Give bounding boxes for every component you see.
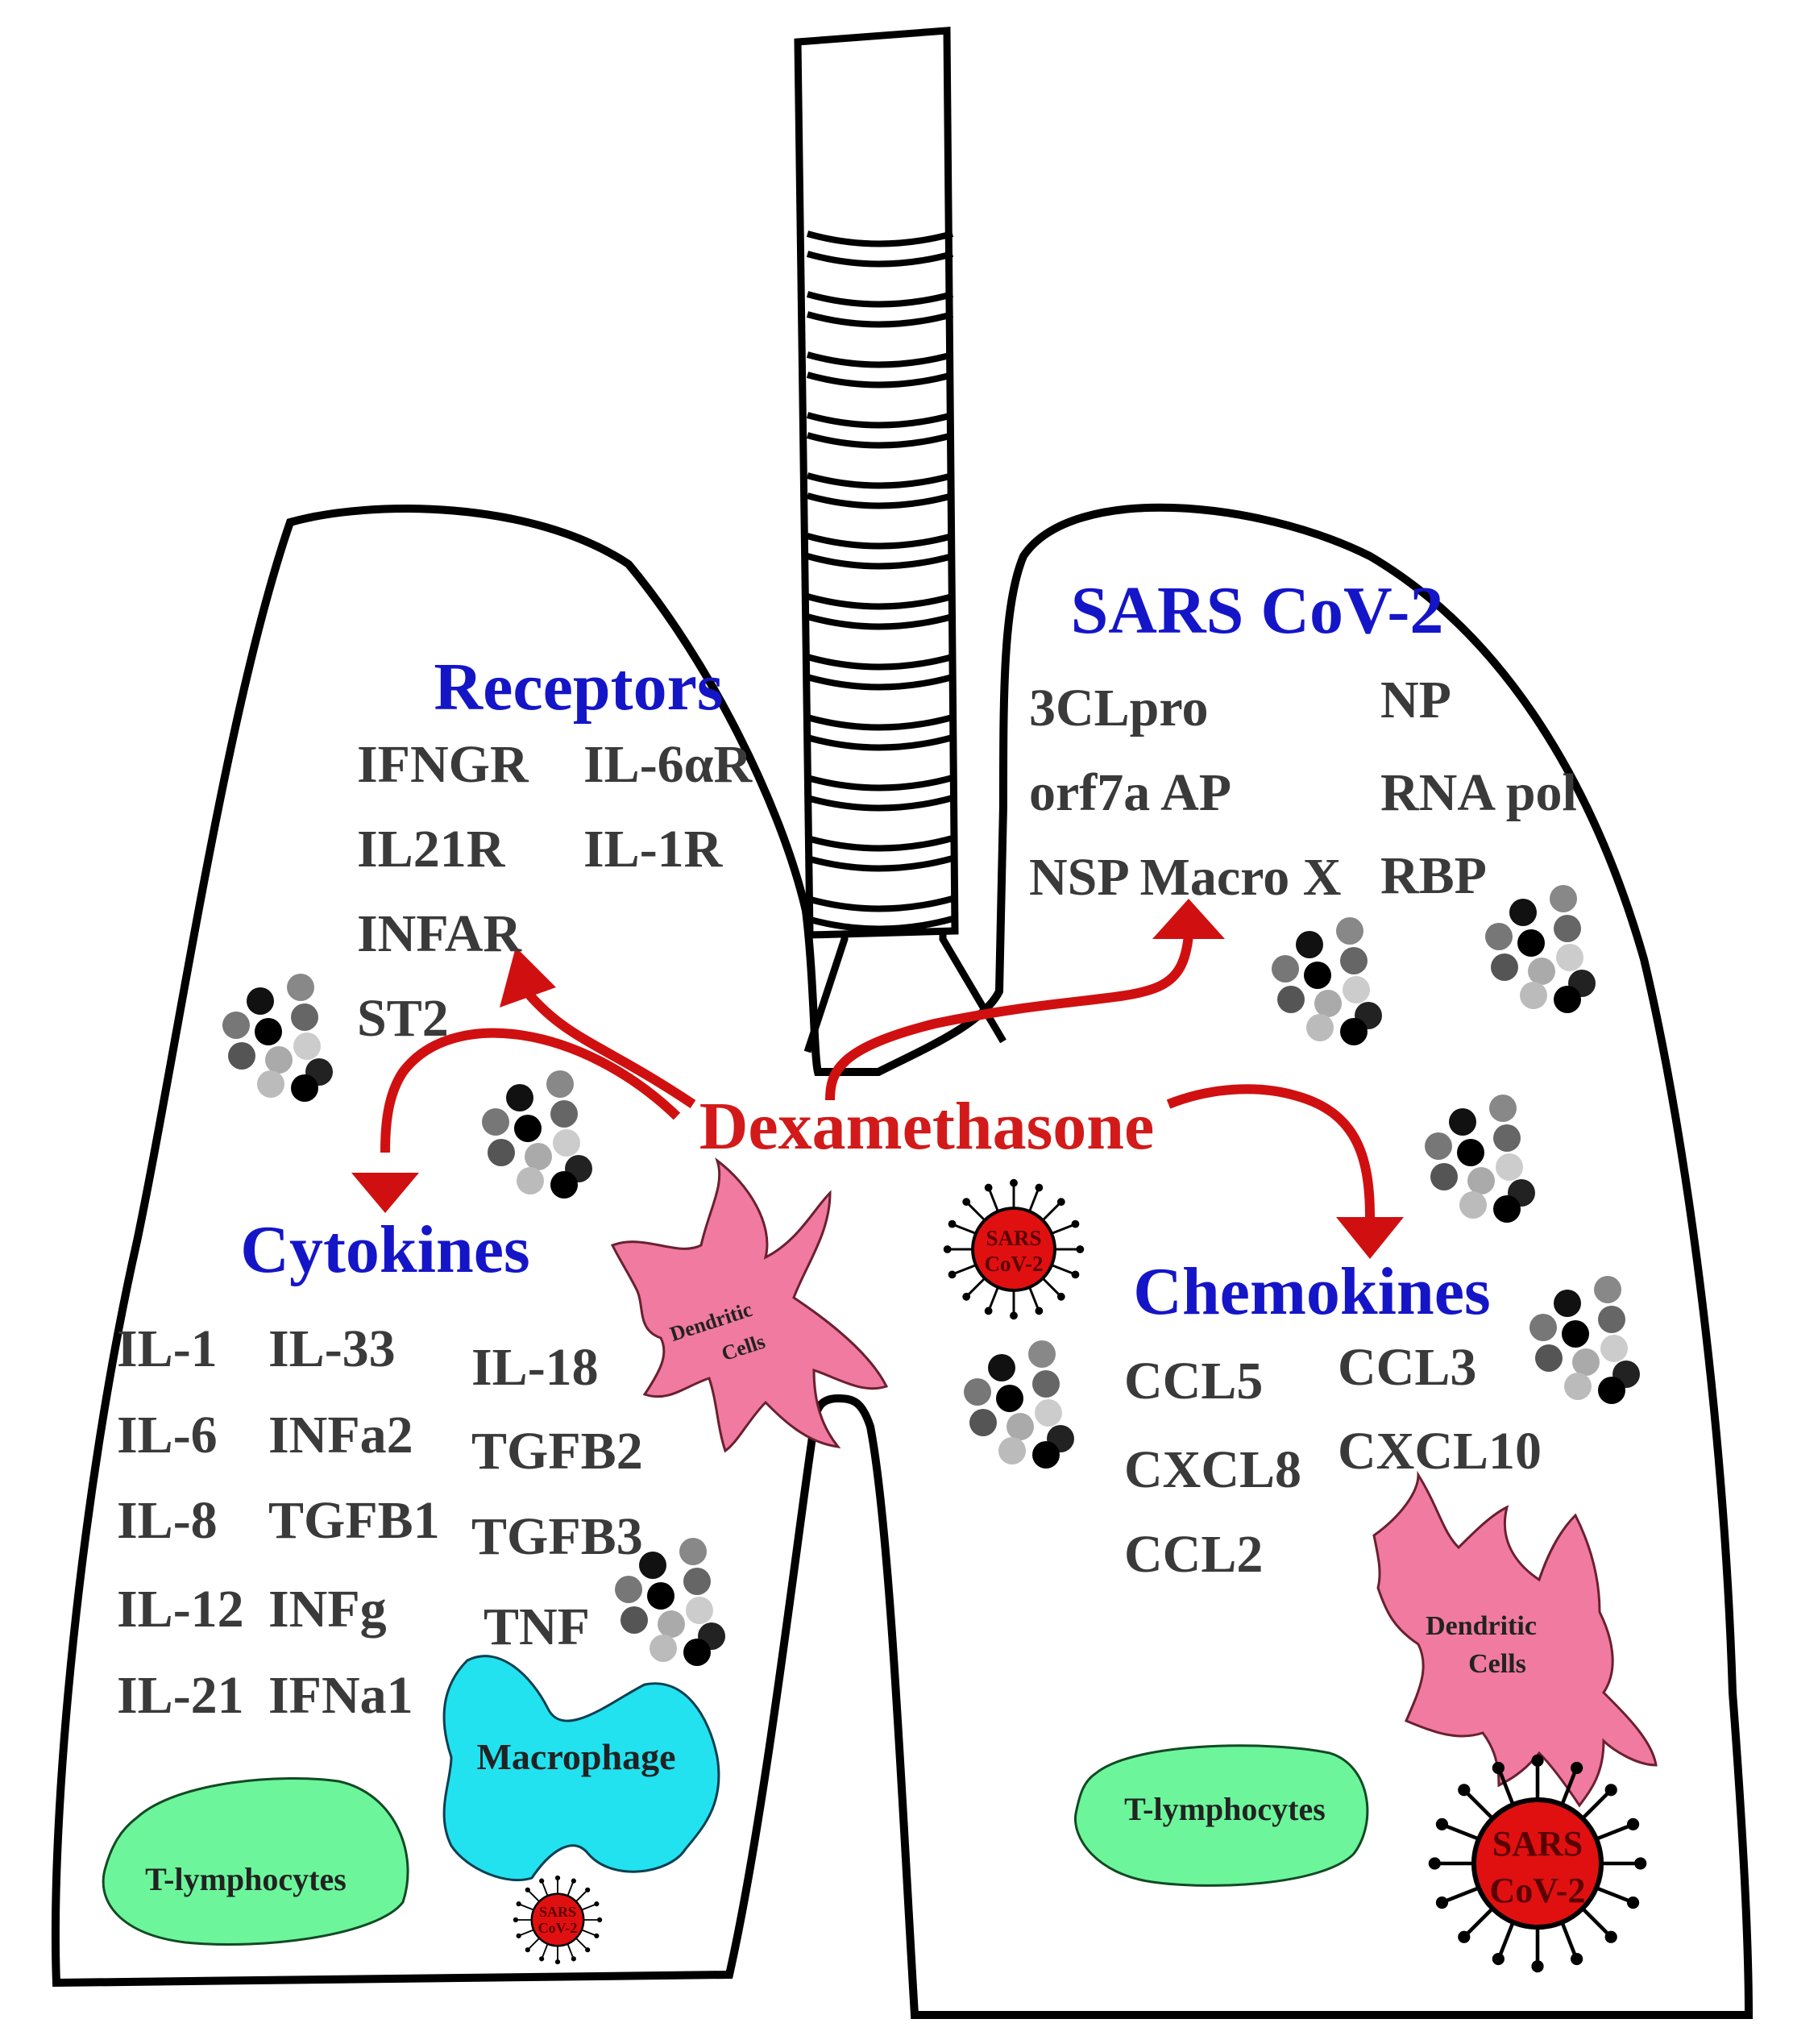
cytokine-item: IL-8 <box>117 1491 218 1550</box>
chemokines-heading: Chemokines <box>1133 1254 1490 1329</box>
cytokine-item: IL-21 <box>117 1666 244 1725</box>
virus-label: CoV-2 <box>538 1920 578 1936</box>
arrowhead-receptors <box>500 947 556 1007</box>
sars-protein-item: orf7a AP <box>1029 763 1231 822</box>
sars-cov-2-heading: SARS CoV-2 <box>1071 573 1444 648</box>
arrow-to-sars <box>825 934 1193 1101</box>
t-lymphocytes-label: T-lymphocytes <box>1124 1791 1326 1827</box>
sars-protein-item: NP <box>1380 671 1451 729</box>
chemokine-item: CCL5 <box>1124 1352 1263 1410</box>
cytokines-list: IL-1 IL-33 IL-6 INFa2 IL-8 TGFB1 IL-12 I… <box>117 1319 643 1725</box>
virus-label: SARS <box>1492 1824 1583 1863</box>
receptors-heading: Receptors <box>434 650 723 725</box>
molecule-cluster <box>1272 917 1382 1045</box>
drug-arrows <box>380 934 1375 1218</box>
macrophage-label: Macrophage <box>476 1736 675 1777</box>
sars-cov-2-virus: SARS CoV-2 <box>1429 1755 1647 1973</box>
arrow-heads <box>351 899 1404 1259</box>
cytokine-item: TGFB3 <box>471 1507 643 1566</box>
receptor-item: IL21R <box>357 820 506 879</box>
trachea-rings <box>806 231 954 933</box>
cytokine-item: TNF <box>484 1597 590 1656</box>
cytokine-item: IL-6 <box>117 1406 218 1464</box>
macrophage: Macrophage <box>442 1655 720 1882</box>
dexamethasone-label: Dexamethasone <box>699 1089 1155 1164</box>
molecule-cluster <box>1529 1276 1640 1404</box>
dendritic-cell: Dendritic Cells <box>610 1157 889 1453</box>
chemokine-item: CXCL8 <box>1124 1440 1301 1499</box>
virus-label: SARS <box>986 1226 1041 1250</box>
t-lymphocyte: T-lymphocytes <box>102 1776 409 1946</box>
receptor-item: ST2 <box>357 989 449 1048</box>
cytokine-item: TGFB1 <box>268 1491 440 1550</box>
chemokine-item: CXCL10 <box>1338 1422 1542 1481</box>
cytokine-item: TGFB2 <box>471 1422 643 1481</box>
cytokine-item: IL-1 <box>117 1319 218 1378</box>
sars-protein-list: 3CLpro NP orf7a AP RNA pol NSP Macro X R… <box>1029 671 1577 907</box>
cytokine-item: IL-18 <box>471 1338 599 1397</box>
virus-label: SARS <box>539 1904 576 1920</box>
arrowhead-chemokines <box>1336 1217 1404 1259</box>
molecule-cluster <box>1425 1095 1535 1223</box>
t-lymphocytes-label: T-lymphocytes <box>145 1861 347 1897</box>
sars-protein-item: RNA pol <box>1380 763 1577 822</box>
trachea <box>794 27 1006 1053</box>
sars-protein-item: NSP Macro X <box>1029 848 1341 907</box>
molecule-cluster <box>482 1070 592 1199</box>
t-lymphocyte: T-lymphocytes <box>1073 1744 1369 1887</box>
receptor-item: IL-6αR <box>583 735 753 794</box>
cytokine-item: IL-12 <box>117 1580 244 1639</box>
receptor-item: IL-1R <box>583 820 724 879</box>
sars-protein-item: RBP <box>1380 846 1487 905</box>
chemokine-item: CCL3 <box>1338 1338 1476 1397</box>
arrowhead-cytokines <box>351 1173 419 1213</box>
receptor-item: INFAR <box>357 904 522 963</box>
molecule-cluster <box>222 974 333 1102</box>
virus-label: CoV-2 <box>985 1252 1044 1276</box>
receptors-list: IFNGR IL-6αR IL21R IL-1R INFAR ST2 <box>357 735 753 1048</box>
arrow-to-cytokines <box>380 1028 681 1153</box>
molecule-cluster <box>964 1340 1074 1469</box>
chemokines-list: CCL5 CCL3 CXCL8 CXCL10 CCL2 <box>1124 1338 1542 1584</box>
arrowhead-sars <box>1152 899 1225 939</box>
sars-cov-2-virus: SARS CoV-2 <box>941 1177 1086 1322</box>
sars-cov-2-virus: SARS CoV-2 <box>512 1874 604 1966</box>
dendritic-label: Cells <box>1468 1649 1526 1679</box>
virus-label: CoV-2 <box>1490 1871 1586 1910</box>
molecule-cluster <box>1485 885 1596 1013</box>
arrow-to-chemokines <box>1166 1084 1375 1218</box>
cytokine-item: IL-33 <box>268 1319 396 1378</box>
sars-protein-item: 3CLpro <box>1029 679 1209 737</box>
receptor-item: IFNGR <box>357 735 529 794</box>
lung-outline <box>51 503 1754 2019</box>
chemokine-item: CCL2 <box>1124 1525 1263 1584</box>
cytokine-item: INFg <box>268 1580 387 1639</box>
arrow-to-receptors <box>516 980 696 1108</box>
dendritic-label: Dendritic <box>1426 1611 1537 1641</box>
cytokine-item: INFa2 <box>268 1406 413 1464</box>
dendritic-cell: Dendritic Cells <box>1372 1470 1658 1808</box>
cytokine-item: IFNa1 <box>268 1666 413 1725</box>
cytokines-heading: Cytokines <box>240 1212 529 1287</box>
